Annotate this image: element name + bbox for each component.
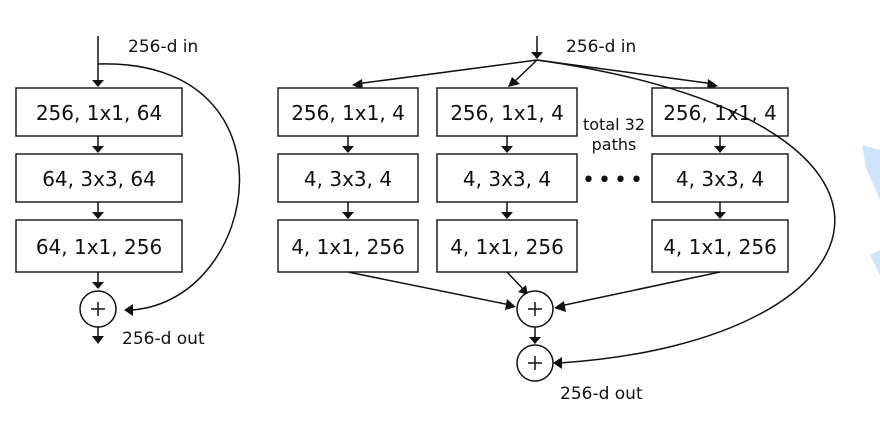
path-arrowhead bbox=[501, 146, 513, 153]
left-layer-label: 64, 3x3, 64 bbox=[42, 167, 156, 191]
path-arrowhead bbox=[501, 212, 513, 219]
path-layer-label: 4, 1x1, 256 bbox=[663, 235, 777, 259]
path-layer-box: 256, 1x1, 4 bbox=[436, 87, 578, 137]
path-layer-box: 256, 1x1, 4 bbox=[651, 87, 789, 137]
path-layer-label: 4, 3x3, 4 bbox=[304, 167, 392, 191]
left-input-arrowhead bbox=[92, 80, 104, 87]
right-block: 256-d in 256, 1x1, 4 4, 3x3, 4 bbox=[277, 36, 836, 404]
paths-ellipsis: •••• bbox=[582, 168, 646, 193]
right-input-label: 256-d in bbox=[566, 37, 636, 57]
path-layer-box: 4, 1x1, 256 bbox=[277, 219, 419, 273]
path-layer-box: 4, 1x1, 256 bbox=[651, 219, 789, 273]
path-column-1: 256, 1x1, 4 4, 3x3, 4 4, 1x1, 256 bbox=[277, 87, 419, 273]
path-arrowhead bbox=[714, 146, 726, 153]
path-layer-label: 4, 1x1, 256 bbox=[291, 235, 405, 259]
paths-note-line2: paths bbox=[592, 135, 637, 154]
right-shortcut-path bbox=[536, 59, 836, 364]
left-layer-label: 64, 1x1, 256 bbox=[36, 235, 162, 259]
fanout-arrowhead bbox=[508, 77, 520, 87]
path-layer-label: 256, 1x1, 4 bbox=[291, 101, 405, 125]
left-shortcut-path bbox=[97, 63, 241, 311]
left-arrowhead bbox=[92, 282, 104, 289]
merge-line bbox=[559, 271, 721, 307]
fanout-line bbox=[511, 59, 538, 85]
merge-line bbox=[347, 271, 511, 306]
edge-accent bbox=[862, 145, 880, 200]
path-layer-label: 4, 3x3, 4 bbox=[676, 167, 764, 191]
path-layer-label: 4, 1x1, 256 bbox=[450, 235, 564, 259]
path-arrowhead bbox=[342, 146, 354, 153]
path-layer-label: 4, 3x3, 4 bbox=[463, 167, 551, 191]
path-layer-box: 4, 1x1, 256 bbox=[436, 219, 578, 273]
right-input-arrowhead bbox=[531, 52, 543, 59]
fanout-line bbox=[355, 59, 538, 85]
edge-accent bbox=[870, 250, 880, 275]
right-shortcut-arrowhead bbox=[553, 357, 562, 369]
path-layer-label: 256, 1x1, 4 bbox=[450, 101, 564, 125]
sum-connector-arrowhead bbox=[529, 337, 541, 344]
merge-arrowhead bbox=[505, 299, 516, 310]
left-arrowhead bbox=[92, 212, 104, 219]
left-layer-box: 64, 1x1, 256 bbox=[15, 219, 183, 273]
path-layer-label: 256, 1x1, 4 bbox=[663, 101, 777, 125]
left-block: 256-d in 256, 1x1, 64 64, 3x3, 64 64, 1x… bbox=[15, 36, 241, 349]
left-output-label: 256-d out bbox=[122, 329, 205, 349]
left-arrowhead bbox=[92, 146, 104, 153]
right-output-label: 256-d out bbox=[560, 384, 643, 404]
left-shortcut-arrowhead bbox=[124, 304, 133, 316]
merge-arrowhead bbox=[518, 285, 528, 295]
path-arrowhead bbox=[342, 212, 354, 219]
path-column-2: 256, 1x1, 4 4, 3x3, 4 4, 1x1, 256 bbox=[436, 87, 578, 273]
merge-line bbox=[506, 271, 525, 291]
path-layer-box: 4, 3x3, 4 bbox=[436, 153, 578, 203]
path-arrowhead bbox=[714, 212, 726, 219]
merge-arrowhead bbox=[554, 301, 566, 312]
left-output-arrowhead bbox=[92, 336, 104, 344]
left-layer-box: 64, 3x3, 64 bbox=[15, 153, 183, 203]
left-input-label: 256-d in bbox=[128, 37, 198, 57]
path-column-3: 256, 1x1, 4 4, 3x3, 4 4, 1x1, 256 bbox=[651, 87, 789, 273]
path-layer-box: 4, 3x3, 4 bbox=[277, 153, 419, 203]
paths-note-line1: total 32 bbox=[583, 115, 645, 134]
left-layer-box: 256, 1x1, 64 bbox=[15, 87, 183, 137]
left-layer-label: 256, 1x1, 64 bbox=[36, 101, 162, 125]
path-layer-box: 256, 1x1, 4 bbox=[277, 87, 419, 137]
path-layer-box: 4, 3x3, 4 bbox=[651, 153, 789, 203]
